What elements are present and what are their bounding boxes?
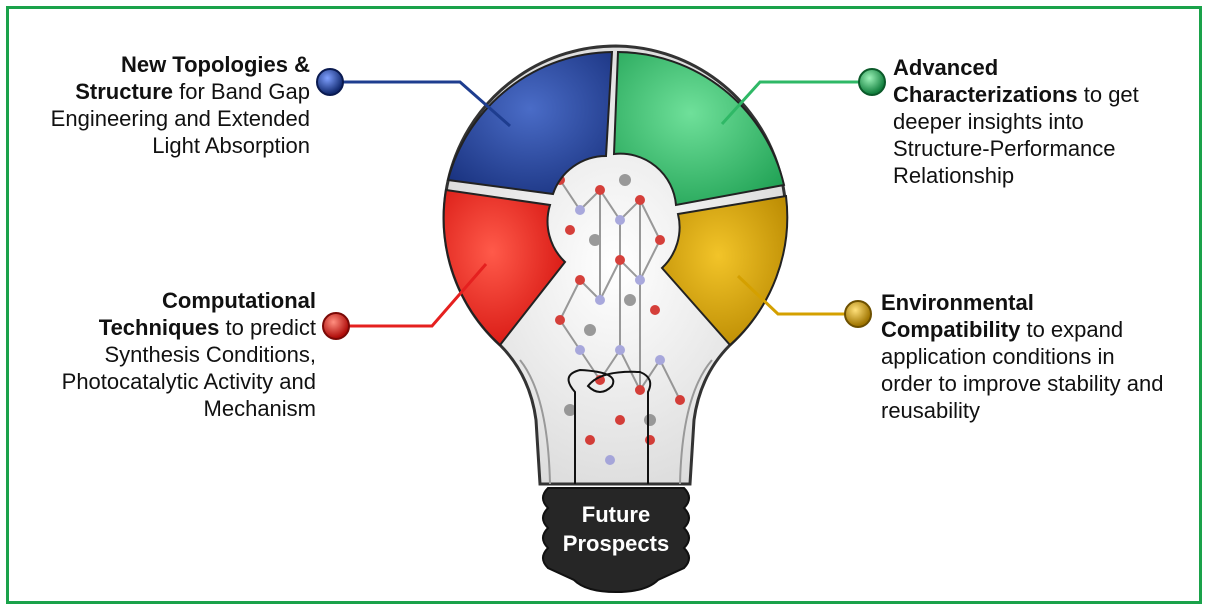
environmental-text-4: order to improve stability and [881, 371, 1164, 396]
characterizations-text-5: Relationship [893, 163, 1015, 188]
future-prospects-line-1: Future [581, 502, 651, 527]
topologies-text-4: Light Absorption [152, 133, 310, 158]
label-new-topologies: New Topologies & Structure for Band Gap … [20, 51, 310, 159]
connector-green [720, 80, 872, 126]
topologies-text-2: for Band Gap [173, 79, 310, 104]
pin-red [322, 312, 350, 340]
connector-blue [330, 80, 511, 128]
pin-gold [844, 300, 872, 328]
environmental-text-5: reusability [881, 398, 981, 423]
segment-blue [446, 50, 614, 196]
label-advanced-characterizations: Advanced Characterizations to get deeper… [893, 54, 1183, 189]
environmental-title-2: Compatibility [881, 317, 1021, 342]
characterizations-title-2: Characterizations [893, 82, 1078, 107]
environmental-text-3: application conditions in [881, 344, 1115, 369]
label-environmental-compatibility: Environmental Compatibility to expand ap… [881, 289, 1199, 424]
computational-text-4: Photocatalytic Activity and [61, 369, 316, 394]
computational-text-2: to predict [219, 315, 317, 340]
pin-blue [316, 68, 344, 96]
computational-text-3: Synthesis Conditions, [104, 342, 316, 367]
bulb-neck [519, 359, 713, 485]
pin-green [858, 68, 886, 96]
environmental-text-2: to expand [1020, 317, 1124, 342]
segment-green [612, 50, 786, 207]
topologies-text-3: Engineering and Extended [50, 106, 310, 131]
segment-red [442, 188, 567, 347]
bulb-filament [567, 368, 652, 484]
future-prospects-line-2: Prospects [562, 531, 670, 556]
topologies-title-2: Structure [75, 79, 174, 104]
computational-text-5: Mechanism [203, 396, 316, 421]
characterizations-text-2: to get [1077, 82, 1139, 107]
segment-gold [660, 194, 789, 347]
connector-red [336, 263, 488, 328]
characterizations-text-4: Structure-Performance [893, 136, 1116, 161]
characterizations-text-3: deeper insights into [893, 109, 1084, 134]
label-computational-techniques: Computational Techniques to predict Synt… [20, 287, 316, 422]
bulb-base [542, 487, 690, 594]
characterizations-title-1: Advanced [893, 55, 999, 80]
computational-title-1: Computational [162, 288, 316, 313]
environmental-title-1: Environmental [881, 290, 1034, 315]
topologies-title-1: New Topologies & [120, 52, 310, 77]
computational-title-2: Techniques [98, 315, 220, 340]
connector-gold [736, 274, 858, 316]
